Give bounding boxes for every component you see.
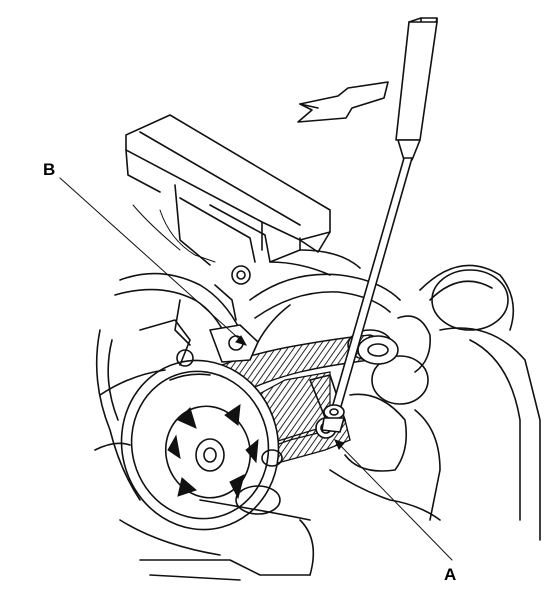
cam-cover bbox=[125, 114, 331, 266]
rotation-arrow bbox=[297, 81, 389, 123]
right-components bbox=[329, 264, 541, 541]
leader-line-a bbox=[334, 439, 453, 561]
leader-line-b bbox=[59, 177, 247, 346]
callout-label-b: B bbox=[43, 160, 55, 179]
breaker-bar bbox=[321, 17, 438, 433]
bolt-top bbox=[231, 265, 251, 285]
bracket-b bbox=[209, 304, 291, 363]
hoses bbox=[114, 249, 401, 346]
callout-leaders bbox=[59, 177, 453, 561]
engine-block-left bbox=[94, 319, 315, 581]
callout-label-a: A bbox=[444, 565, 456, 584]
crank-pulley bbox=[120, 359, 280, 531]
